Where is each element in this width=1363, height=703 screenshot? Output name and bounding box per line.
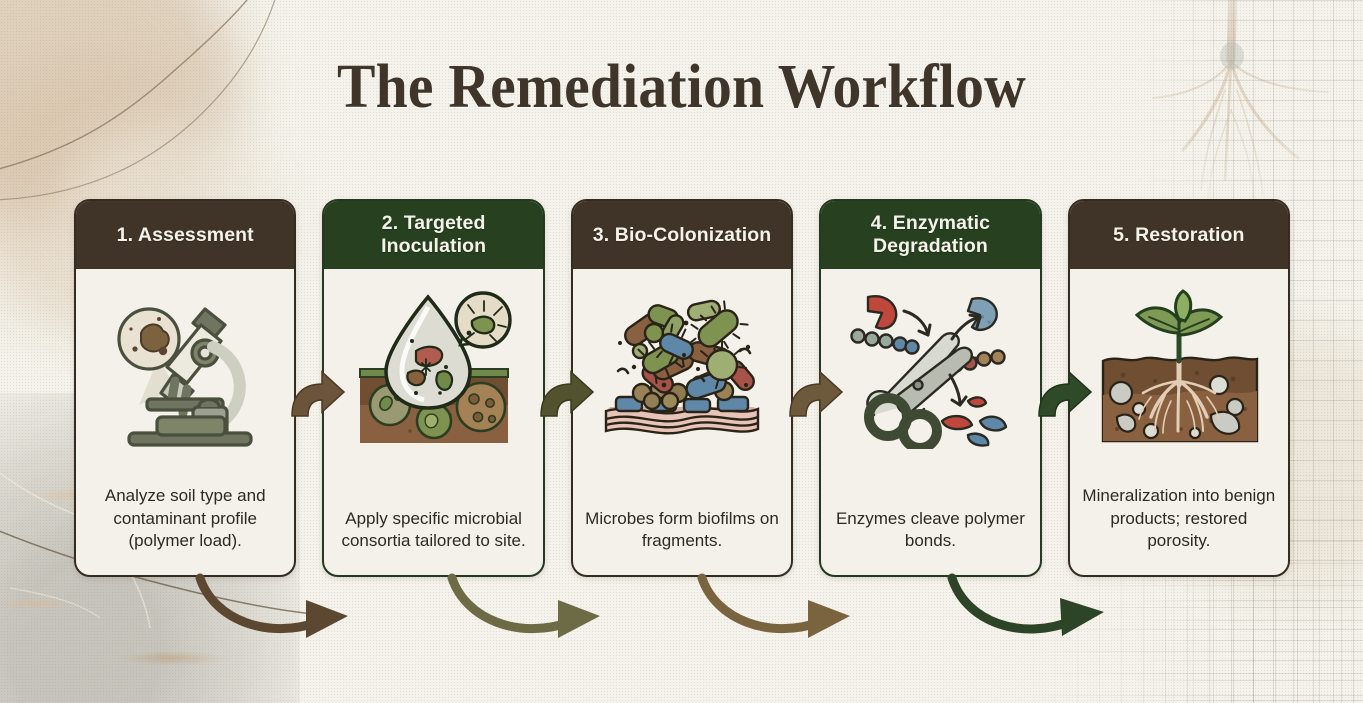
step-body-1: Analyze soil type and contaminant profil… [76,269,294,575]
step-body-5: Mineralization into benign products; res… [1070,269,1288,575]
step-text-1: Analyze soil type and contaminant profil… [104,486,266,551]
step-text-3: Microbes form biofilms on fragments. [585,508,779,551]
seedling-roots-soil-icon [1082,279,1276,459]
curved-arrow-right-icon [1038,370,1093,417]
step-header-1: 1. Assessment [76,201,295,269]
workflow-step-card-4[interactable]: 4. Enzymatic Degradation [819,199,1042,577]
step-header-2: 2. Targeted Inoculation [324,201,543,269]
step-body-4: Enzymes cleave polymer bonds. [821,269,1039,575]
workflow-step-card-2[interactable]: 2. Targeted Inoculation [322,199,545,577]
step-text-2: Apply specific microbial consortia tailo… [341,508,526,551]
step-header-3: 3. Bio-Colonization [572,201,792,269]
workflow-step-card-1[interactable]: 1. Assessment [74,199,297,577]
scissors-polymer-cleavage-icon [833,279,1027,459]
page-title: The Remediation Workflow [337,53,1026,121]
workflow-step-card-5[interactable]: 5. Restoration [1067,199,1291,577]
step-header-5: 5. Restoration [1069,201,1289,269]
microbes-biofilm-icon [585,279,779,459]
step-header-4: 4. Enzymatic Degradation [821,201,1040,269]
step-body-3: Microbes form biofilms on fragments. [573,269,791,575]
root-line-decoration [0,0,276,201]
curved-arrow-right-icon [540,370,595,417]
curved-arrow-right-icon [789,370,844,417]
workflow-step-card-3[interactable]: 3. Bio-Colonization [570,199,794,577]
curved-arrow-right-icon [291,370,346,417]
root-photo-texture [1151,0,1330,206]
step-text-4: Enzymes cleave polymer bonds. [835,508,1025,551]
step-body-2: Apply specific microbial consortia tailo… [324,269,542,575]
step-text-5: Mineralization into benign products; res… [1082,486,1276,551]
microscope-soil-sample-icon [88,279,282,459]
inoculation-droplet-soil-icon [336,279,530,459]
workflow-steps-container: 1. Assessment [74,199,1291,577]
